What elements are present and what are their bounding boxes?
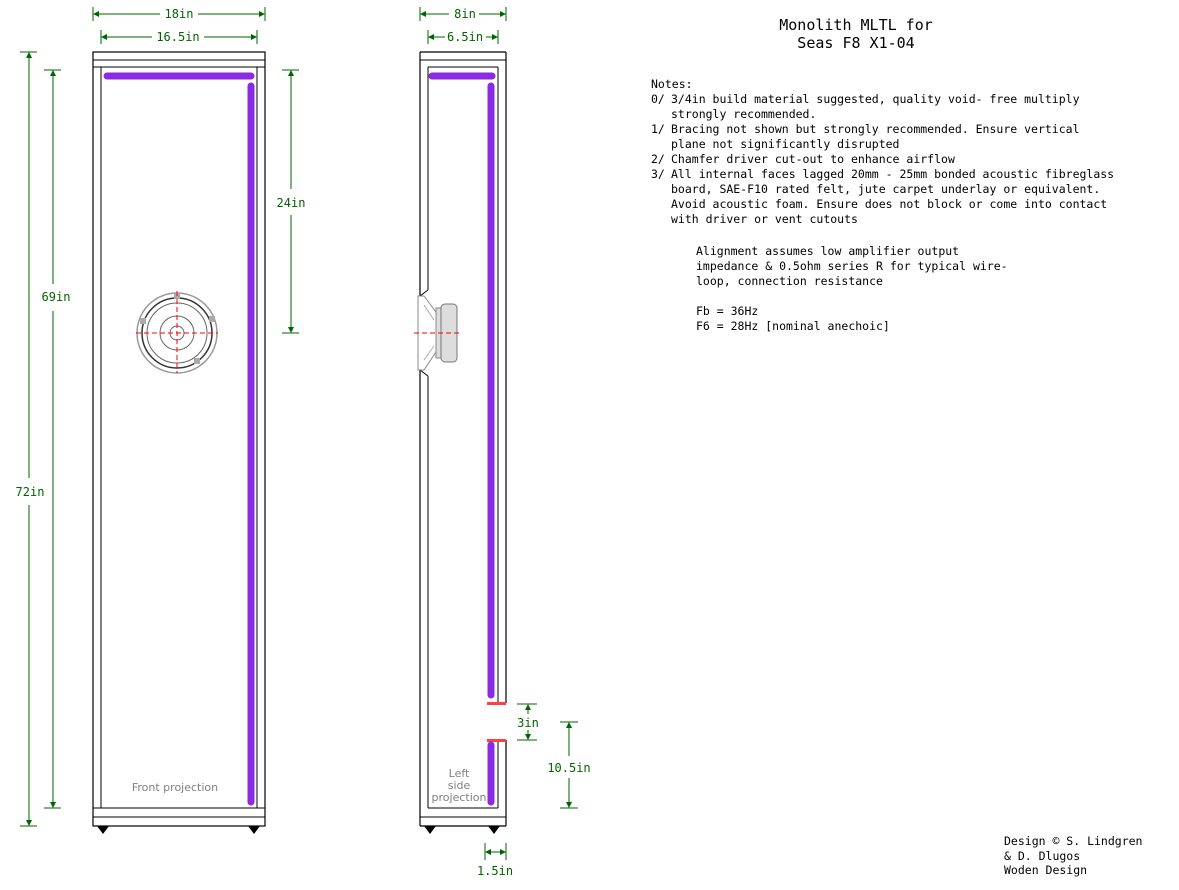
dim-inner-depth: 6.5in <box>447 30 483 44</box>
alignment-line-1: Alignment assumes low amplifier output <box>696 244 960 258</box>
front-dimensions: 18in 16.5in 72in 69in 24in <box>16 7 306 827</box>
vent-bottom-edge <box>487 739 506 742</box>
dim-inner-width: 16.5in <box>156 30 199 44</box>
front-view: Front projection <box>92 51 266 834</box>
note-text: All internal faces lagged 20mm - 25mm bo… <box>671 167 1115 226</box>
side-projection-label-3: projection <box>432 791 487 804</box>
front-outer-panel <box>92 51 266 827</box>
note-text: Bracing not shown but strongly recommend… <box>671 122 1080 151</box>
title-line-1: Monolith MLTL for <box>779 16 933 34</box>
vent-top-edge <box>487 702 506 705</box>
front-right-foot <box>248 826 260 834</box>
credit-line-2: & D. Dlugos <box>1004 848 1081 863</box>
side-driver <box>414 295 460 371</box>
dim-total-height: 72in <box>16 485 45 499</box>
note-number: 3/ <box>651 167 665 181</box>
f6-value: F6 = 28Hz [nominal anechoic] <box>696 319 890 333</box>
side-projection-label-1: Left <box>449 767 470 780</box>
front-projection-label: Front projection <box>132 781 218 794</box>
dim-vent-depth: 1.5in <box>477 864 513 878</box>
dim-inner-height: 69in <box>42 290 71 304</box>
dim-vent-position: 10.5in <box>547 761 590 775</box>
note-number: 0/ <box>651 92 665 106</box>
side-dimensions: 8in 6.5in 3in 10.5in 1.5in <box>419 7 591 878</box>
dim-outer-width: 18in <box>165 7 194 21</box>
note-number: 2/ <box>651 152 665 166</box>
note-0: 0/ 3/4in build material suggested, quali… <box>651 92 1121 122</box>
note-3: 3/ All internal faces lagged 20mm - 25mm… <box>651 167 1121 227</box>
note-number: 1/ <box>651 122 665 136</box>
dim-outer-depth: 8in <box>454 7 476 21</box>
credit-line-3: Woden Design <box>1004 863 1088 877</box>
note-text: Chamfer driver cut-out to enhance airflo… <box>671 152 955 166</box>
fb-value: Fb = 36Hz <box>696 304 759 318</box>
alignment-line-2: impedance & 0.5ohm series R for typical … <box>696 259 1008 273</box>
drawing-title: Monolith MLTL for Seas F8 X1-04 <box>740 16 972 52</box>
alignment-block: Alignment assumes low amplifier output i… <box>696 244 1036 334</box>
dim-driver-height: 24in <box>277 196 306 210</box>
note-2: 2/ Chamfer driver cut-out to enhance air… <box>651 152 1121 167</box>
side-view: Left side projection <box>414 51 507 834</box>
credit-line-1: Design © S. Lindgren <box>1004 834 1143 848</box>
note-1: 1/ Bracing not shown but strongly recomm… <box>651 122 1121 152</box>
front-left-foot <box>97 826 109 834</box>
notes-heading: Notes: <box>651 77 693 91</box>
dim-vent-height: 3in <box>517 716 539 730</box>
front-driver <box>136 291 218 374</box>
side-projection-label-2: side <box>448 779 471 792</box>
notes-block: Notes: 0/ 3/4in build material suggested… <box>651 77 1121 227</box>
title-line-2: Seas F8 X1-04 <box>797 34 915 52</box>
credits-block: Design © S. Lindgren & D. Dlugos Woden D… <box>1004 834 1142 878</box>
alignment-line-3: loop, connection resistance <box>696 274 883 288</box>
note-text: 3/4in build material suggested, quality … <box>671 92 1080 121</box>
